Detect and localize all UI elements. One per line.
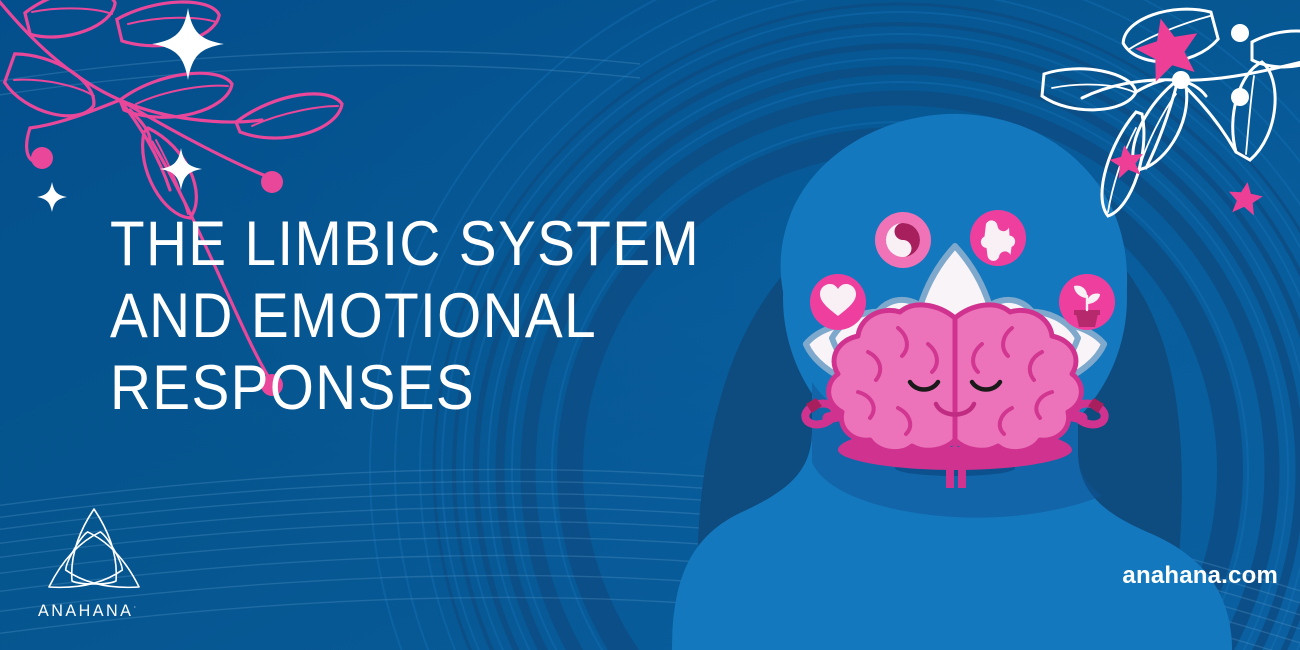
brain-hands-mudra xyxy=(801,399,1109,429)
heart-icon xyxy=(810,274,866,330)
brain-smile xyxy=(933,401,977,417)
brain-eyes xyxy=(907,379,1003,392)
five-point-star xyxy=(1109,18,1263,216)
brand-logo[interactable]: ANAHANA· xyxy=(38,505,198,621)
lotus-flower xyxy=(802,243,1108,417)
brain-thumbs xyxy=(806,398,1104,413)
title-line-3: RESPONSES xyxy=(110,353,476,423)
brain-body xyxy=(826,302,1084,455)
brain-arms xyxy=(822,394,1088,424)
white-leaf-branch xyxy=(1040,7,1300,218)
potted-plant-icon xyxy=(1059,274,1115,330)
page-title: THE LIMBIC SYSTEM AND EMOTIONAL RESPONSE… xyxy=(110,208,750,424)
triquetra-logo-icon xyxy=(48,508,140,589)
head-shadow-silhouette xyxy=(697,187,1182,650)
neck-shadow xyxy=(812,382,1102,518)
logo-wordmark-text: ANAHANA xyxy=(38,601,134,620)
website-url[interactable]: anahana.com xyxy=(1122,562,1278,589)
head-inner-circle xyxy=(783,126,1127,470)
yin-yang-icon xyxy=(875,212,931,268)
title-line-1: THE LIMBIC SYSTEM xyxy=(110,209,701,279)
puzzle-piece-icon xyxy=(970,210,1026,266)
title-line-2: AND EMOTIONAL xyxy=(110,281,597,351)
logo-wordmark: ANAHANA· xyxy=(38,601,190,621)
white-branch-dots xyxy=(1172,24,1249,106)
brain-crossed-legs xyxy=(838,432,1072,488)
registered-mark: · xyxy=(133,601,137,612)
four-point-star-sparkle xyxy=(37,8,224,212)
pink-leaf-branch xyxy=(0,0,344,220)
brain-ground-shadow xyxy=(895,460,1015,476)
